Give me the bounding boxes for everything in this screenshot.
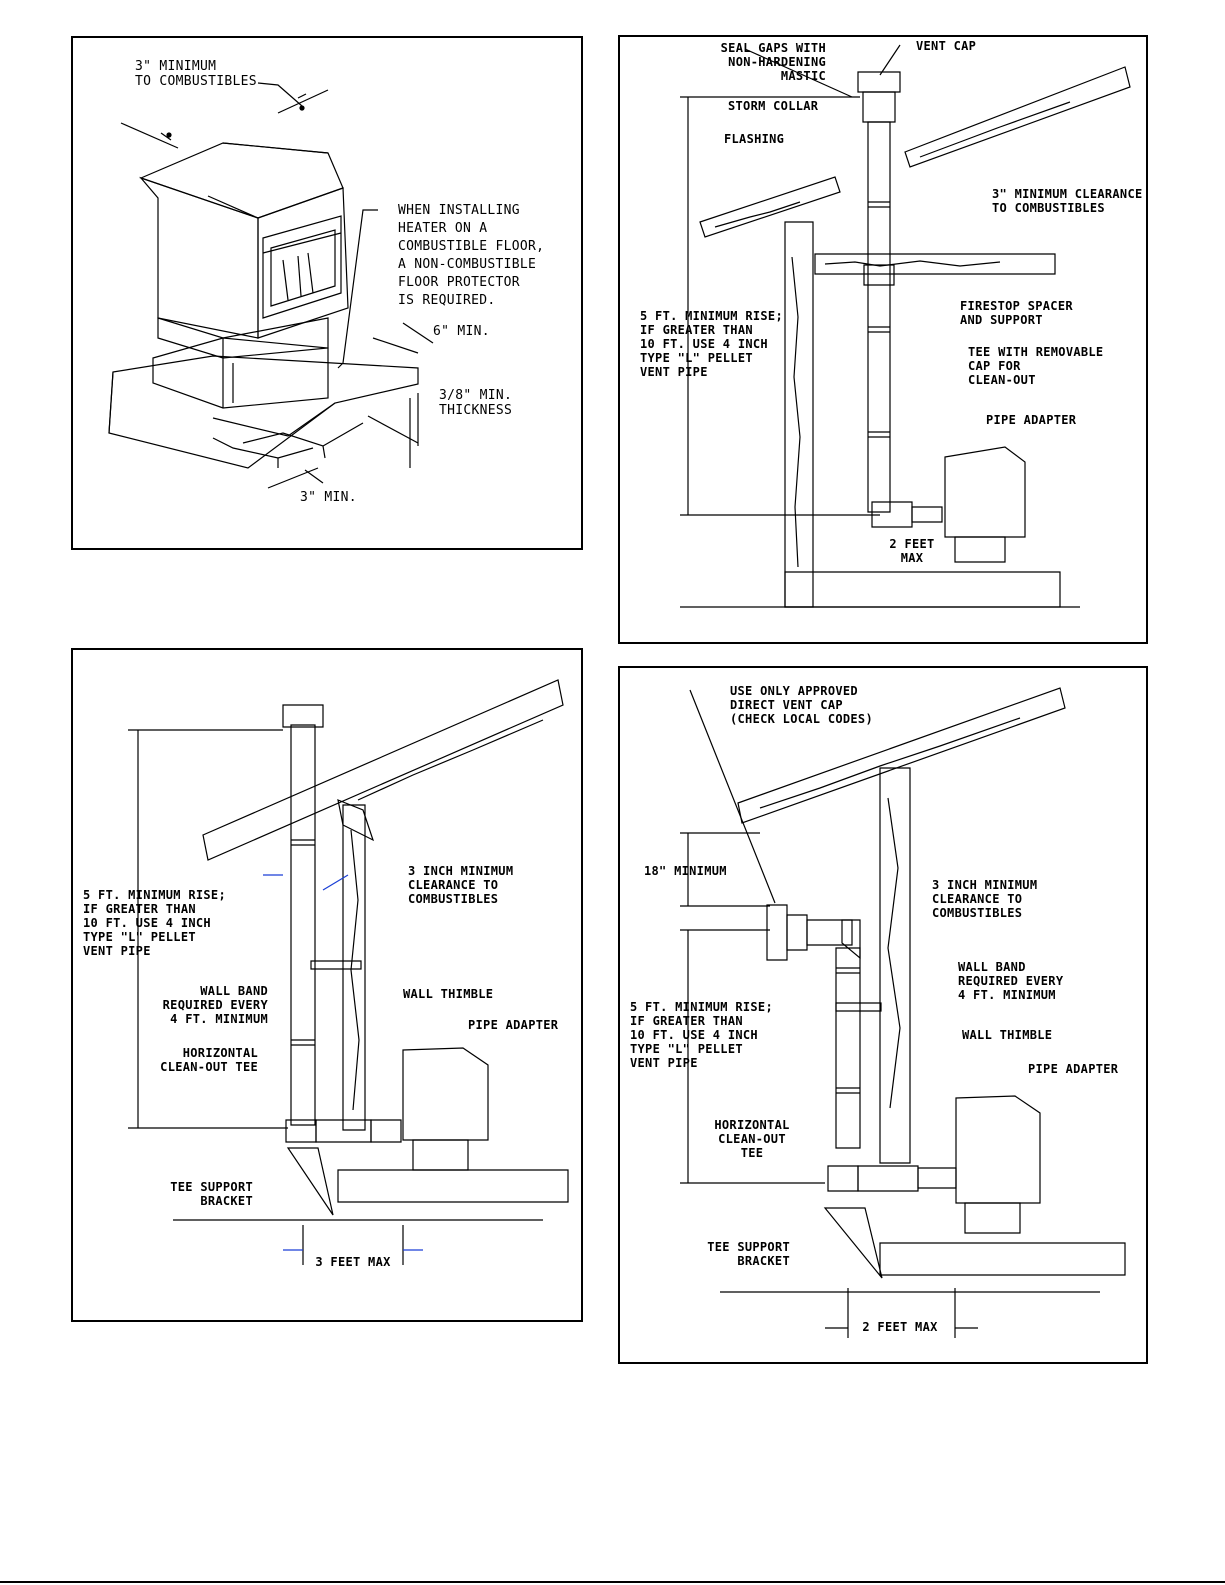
label-tee: TEE WITH REMOVABLE CAP FOR CLEAN-OUT: [968, 345, 1104, 387]
label-six-min: 6" MIN.: [433, 324, 490, 339]
vertical-vent-drawing: [620, 37, 1150, 646]
label-wall-thimble: WALL THIMBLE: [962, 1028, 1053, 1042]
panel-outside-wall: 5 FT. MINIMUM RISE; IF GREATER THAN 10 F…: [71, 648, 583, 1322]
label-pipe-adapter: PIPE ADAPTER: [986, 413, 1077, 427]
label-wall-band: WALL BAND REQUIRED EVERY 4 FT. MINIMUM: [162, 984, 268, 1026]
label-floor-note: WHEN INSTALLING HEATER ON A COMBUSTIBLE …: [398, 203, 545, 308]
outside-wall-drawing: [73, 650, 585, 1324]
page-bottom-rule: [0, 1581, 1225, 1583]
label-tee-support: TEE SUPPORT BRACKET: [170, 1180, 253, 1208]
label-clearance: 3 INCH MINIMUM CLEARANCE TO COMBUSTIBLES: [408, 864, 514, 906]
label-clearance: 3 INCH MINIMUM CLEARANCE TO COMBUSTIBLES: [932, 878, 1038, 920]
label-horizontal: HORIZONTAL CLEAN-OUT TEE: [160, 1046, 258, 1074]
label-horizontal: HORIZONTAL CLEAN-OUT TEE: [714, 1118, 790, 1160]
label-min-rise: 5 FT. MINIMUM RISE; IF GREATER THAN 10 F…: [640, 309, 783, 379]
label-clearance-top: 3" MINIMUM TO COMBUSTIBLES: [135, 59, 257, 89]
label-pipe-adapter: PIPE ADAPTER: [468, 1018, 559, 1032]
label-three-feet: 3 FEET MAX: [315, 1255, 391, 1269]
label-storm-collar: STORM COLLAR: [728, 99, 819, 113]
stove-drawing: [73, 38, 585, 552]
direct-vent-drawing: [620, 668, 1150, 1366]
label-seal-gaps: SEAL GAPS WITH NON-HARDENING MASTIC: [720, 41, 826, 83]
label-eighteen: 18" MINIMUM: [644, 864, 727, 878]
panel-direct-vent: USE ONLY APPROVED DIRECT VENT CAP (CHECK…: [618, 666, 1148, 1364]
label-wall-thimble: WALL THIMBLE: [403, 987, 494, 1001]
label-min-rise: 5 FT. MINIMUM RISE; IF GREATER THAN 10 F…: [630, 1000, 773, 1070]
label-vent-cap: VENT CAP: [916, 39, 977, 53]
label-tee-support: TEE SUPPORT BRACKET: [707, 1240, 790, 1268]
label-firestop: FIRESTOP SPACER AND SUPPORT: [960, 299, 1073, 327]
label-two-feet: 2 FEET MAX: [889, 537, 935, 565]
panel-floor-protector: 3" MINIMUM TO COMBUSTIBLES WHEN INSTALLI…: [71, 36, 583, 550]
label-thickness: 3/8" MIN. THICKNESS: [439, 388, 513, 418]
label-min-rise: 5 FT. MINIMUM RISE; IF GREATER THAN 10 F…: [83, 888, 226, 958]
label-two-feet: 2 FEET MAX: [862, 1320, 938, 1334]
label-clearance: 3" MINIMUM CLEARANCE TO COMBUSTIBLES: [992, 187, 1143, 215]
label-flashing: FLASHING: [724, 132, 785, 146]
panel-vertical-vent: SEAL GAPS WITH NON-HARDENING MASTIC VENT…: [618, 35, 1148, 644]
label-wall-band: WALL BAND REQUIRED EVERY 4 FT. MINIMUM: [958, 960, 1064, 1002]
label-pipe-adapter: PIPE ADAPTER: [1028, 1062, 1119, 1076]
label-vent-cap: USE ONLY APPROVED DIRECT VENT CAP (CHECK…: [730, 684, 873, 726]
label-three-min: 3" MIN.: [300, 490, 357, 505]
